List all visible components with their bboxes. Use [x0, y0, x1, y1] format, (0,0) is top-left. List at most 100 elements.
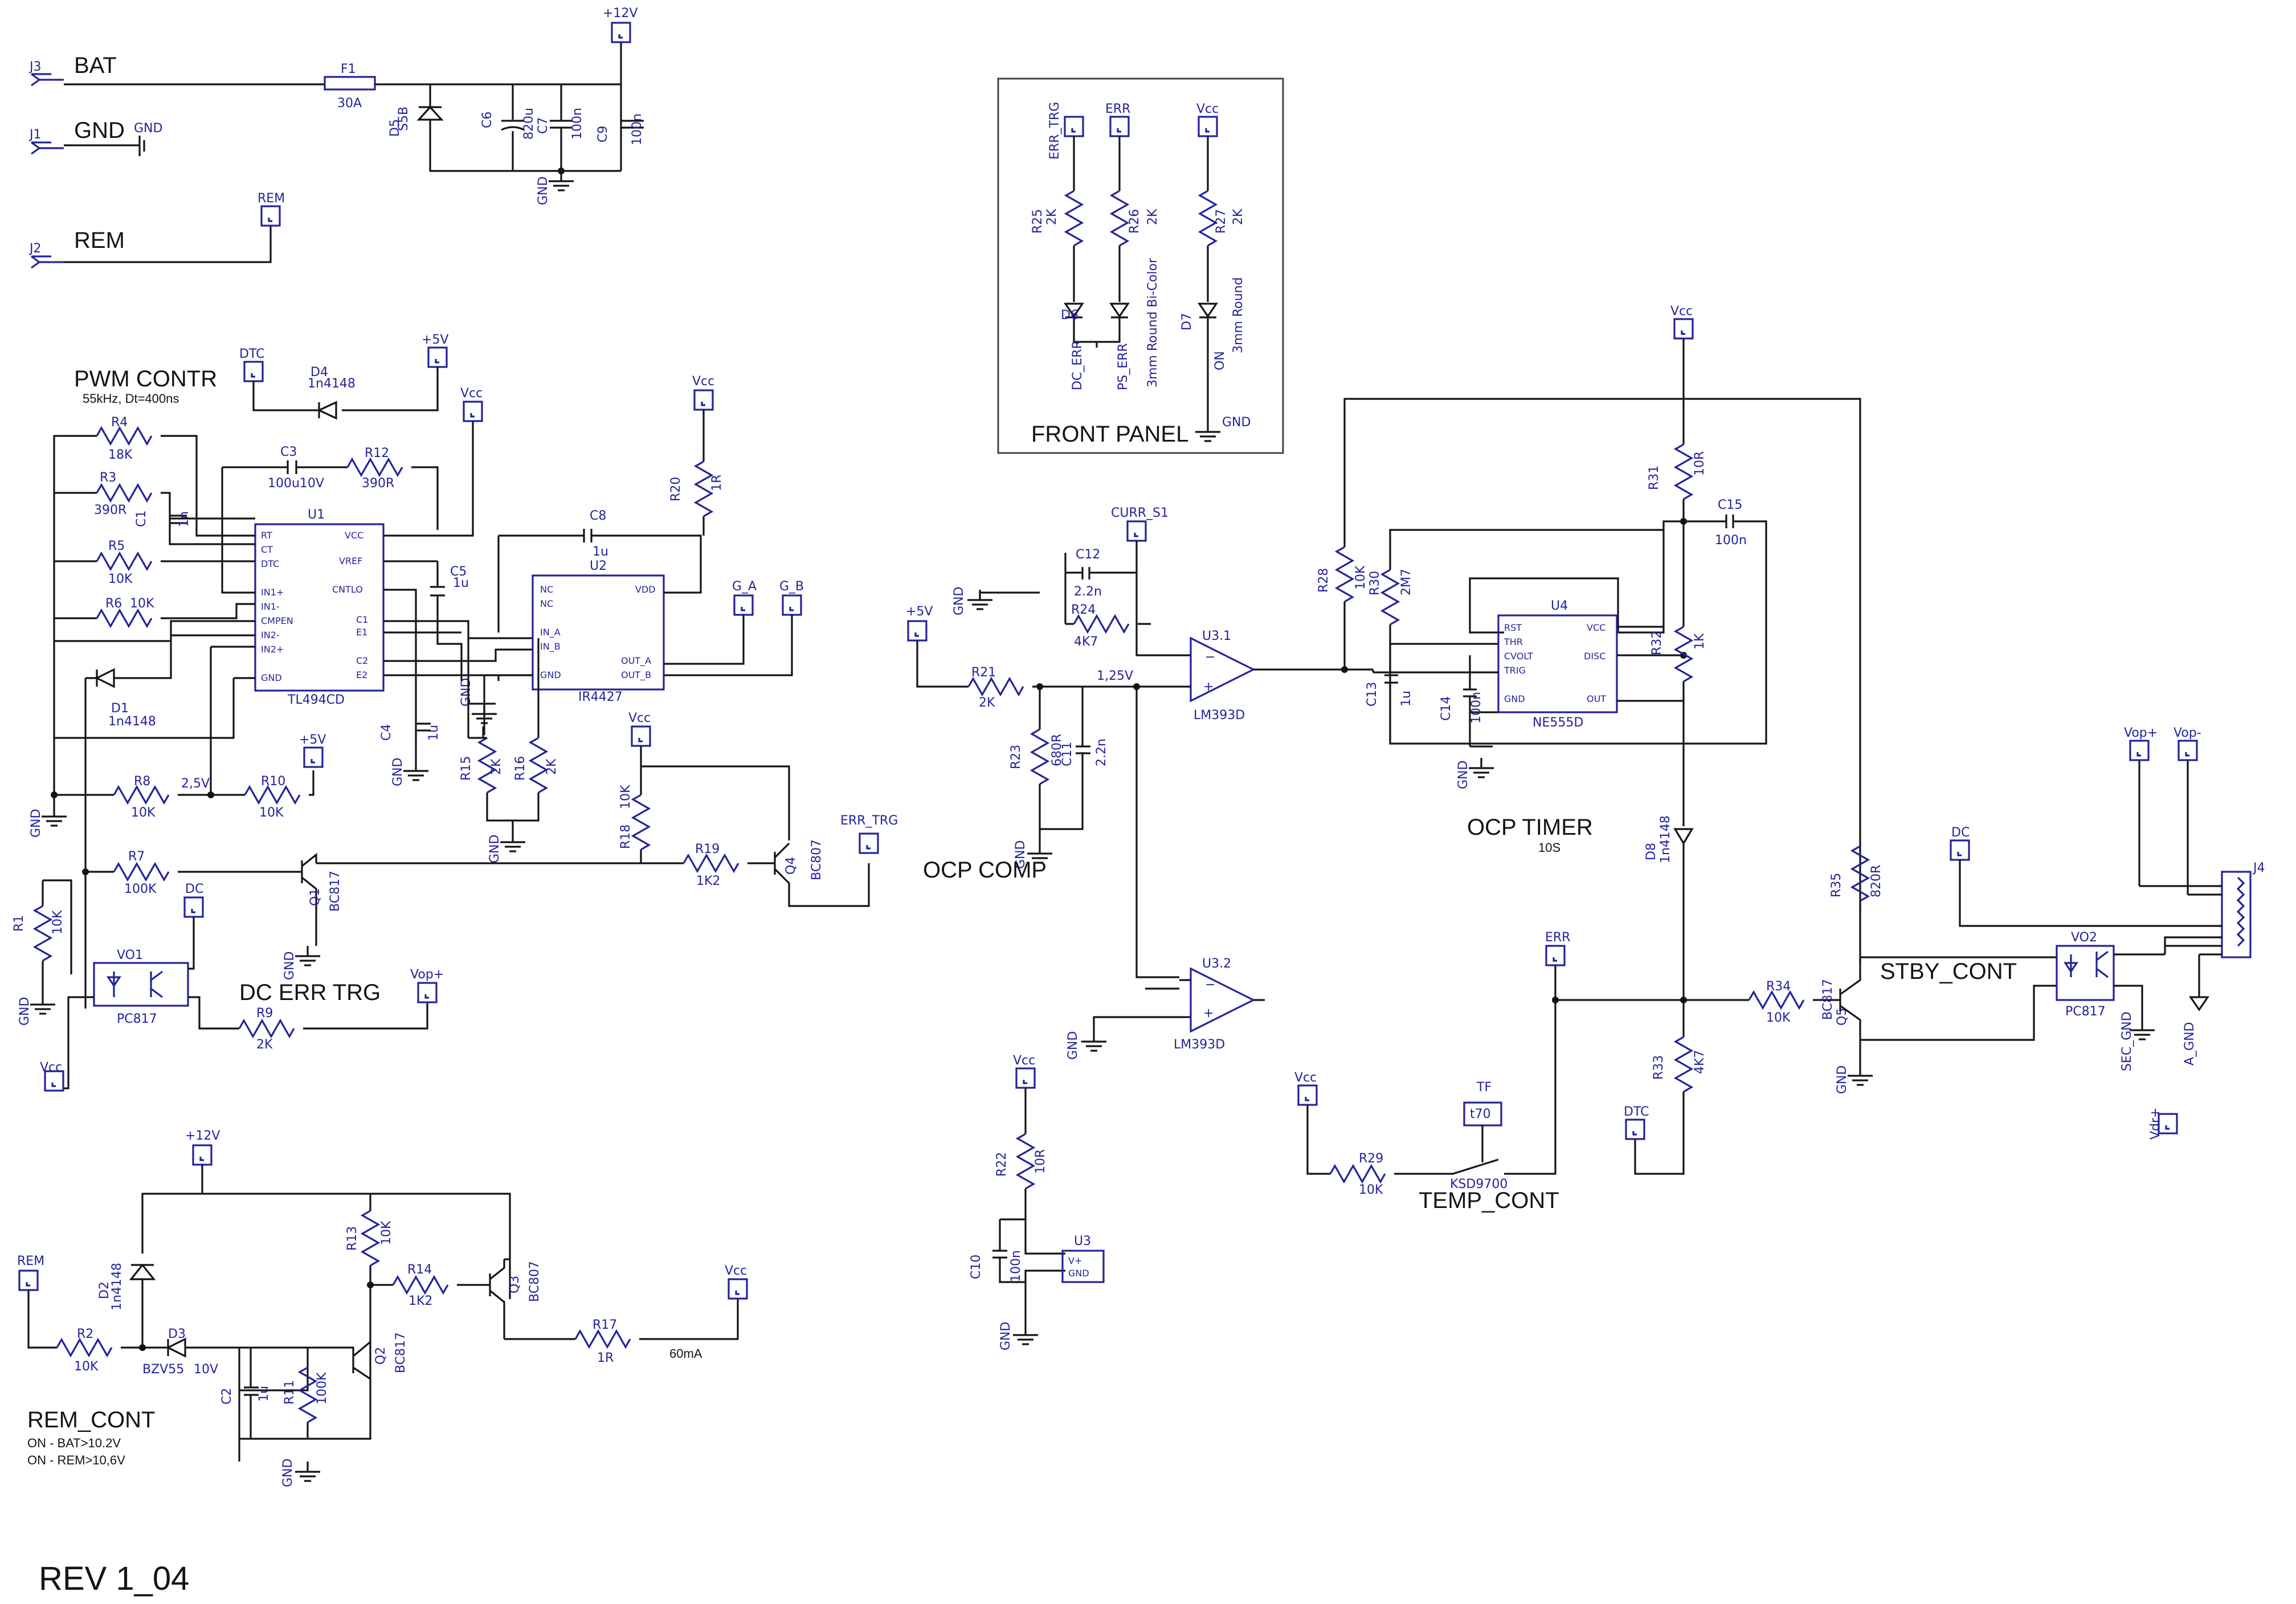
u1-pin-c1: C1: [356, 614, 368, 625]
vcc-port-timer: Vcc: [1670, 304, 1693, 319]
u32-part: LM393D: [1174, 1038, 1225, 1052]
front-panel: FRONT PANEL ERR_TRG ERR Vcc R25 2K R26 2…: [997, 77, 1284, 454]
u4-pin-disc: DISC: [1584, 651, 1605, 662]
r2-value: 10K: [74, 1360, 99, 1374]
u2-pin-nc2: NC: [540, 598, 553, 609]
d5-value: S5B: [397, 107, 411, 131]
r19-ref: R19: [695, 842, 720, 856]
r1-value: 10K: [51, 910, 65, 934]
u4-pin-gnd: GND: [1504, 693, 1525, 704]
r35-ref: R35: [1829, 873, 1844, 897]
vcc-port-pwm: Vcc: [460, 386, 483, 401]
r5-value: 10K: [108, 572, 133, 586]
q4-ref: Q4: [784, 857, 798, 875]
i60-label: 60mA: [669, 1346, 702, 1361]
gnd-r15: GND: [488, 835, 502, 863]
d3-voltage: 10V: [194, 1362, 218, 1377]
r34-value: 10K: [1766, 1011, 1791, 1025]
d7-net-on: ON: [1213, 351, 1227, 370]
r22-value: 10R: [1033, 1149, 1048, 1174]
c8-value: 1u: [593, 545, 608, 559]
u2-pin-ina: IN_A: [540, 627, 561, 638]
d3-value: BZV55: [142, 1362, 184, 1377]
temp-cont-title: TEMP_CONT: [1419, 1188, 1559, 1213]
r28-value: 10K: [1354, 565, 1368, 590]
p12v-port: +12V: [603, 6, 638, 21]
r7-ref: R7: [128, 850, 145, 864]
r3-value: 390R: [94, 503, 126, 517]
c15-ref: C15: [1718, 498, 1742, 512]
r25-ref: R25: [1031, 209, 1045, 234]
gnd-u32: GND: [1066, 1031, 1080, 1060]
err-trg-port: ERR_TRG: [1048, 102, 1062, 160]
r33-ref: R33: [1652, 1055, 1666, 1080]
u4-pin-thr: THR: [1504, 636, 1523, 647]
c5-ref: C5: [450, 565, 467, 579]
c1-value: 1n: [177, 511, 191, 527]
q3-value: BC807: [528, 1261, 542, 1302]
u2-pins: NC NC IN_A IN_B GND VDD OUT_A OUT_B: [540, 584, 656, 681]
ocp-comp-section: CURR_S1 C12 2.2n GND R24 4K7 − + U3.1 LM…: [906, 506, 1345, 1350]
u3-pin-vp: V+: [1068, 1255, 1082, 1266]
u1-pin-vcc: VCC: [345, 530, 363, 541]
f1-value: 30A: [337, 96, 362, 111]
c3-ref: C3: [280, 445, 297, 459]
q4-value: BC807: [810, 839, 824, 880]
gnd-fp: GND: [1222, 415, 1251, 430]
r32-ref: R32: [1650, 631, 1664, 655]
q5-ref: Q5: [1835, 1008, 1849, 1026]
u32-minus: −: [1205, 978, 1215, 992]
vop-minus-port-j4: Vop-: [2174, 726, 2201, 740]
u3-pin-gnd: GND: [1068, 1268, 1089, 1279]
stby-cont-title: STBY_CONT: [1880, 959, 2017, 984]
r35-value: 820R: [1869, 865, 1884, 897]
c4-value: 1u: [427, 725, 441, 741]
vcc-port-temp: Vcc: [1294, 1071, 1317, 1085]
r12-value: 390R: [362, 476, 394, 491]
vcc-port-r18: Vcc: [628, 711, 651, 725]
u1-pins-left: RT CT DTC IN1+ IN1- CMPEN IN2- IN2+ GND: [261, 530, 293, 683]
d4-value: 1n4148: [308, 377, 356, 391]
t70-label: t70: [1470, 1107, 1491, 1121]
d8-value: 1n4148: [1658, 815, 1673, 863]
d7-package: 3mm Round: [1231, 277, 1245, 353]
d4-ref: D4: [311, 365, 328, 379]
r3-ref: R3: [100, 471, 116, 485]
err-port-stby: ERR: [1545, 930, 1570, 945]
gnd-label-top: GND: [536, 177, 550, 205]
gnd-rem: GND: [281, 1459, 295, 1487]
gnd-port-label: GND: [134, 121, 162, 136]
dtc-port-r33: DTC: [1624, 1105, 1649, 1119]
c11-ref: C11: [1060, 742, 1075, 766]
p5v-port-ocp: +5V: [906, 605, 933, 619]
r13-value: 10K: [379, 1221, 394, 1245]
r18-ref: R18: [619, 825, 633, 849]
u1-pin-dtc: DTC: [261, 558, 279, 569]
u31-plus: +: [1203, 680, 1214, 694]
u1-pin-in2p: IN2+: [261, 644, 284, 655]
dc-port-j4: DC: [1951, 826, 1970, 840]
c10-ref: C10: [969, 1255, 983, 1279]
u1-pin-e2: E2: [356, 670, 367, 680]
d1-value: 1n4148: [108, 715, 156, 729]
tf-label: TF: [1476, 1080, 1492, 1095]
u1-pin-cntlo: CNTLO: [332, 584, 363, 595]
r27-ref: R27: [1214, 209, 1228, 234]
u2-pin-outa: OUT_A: [621, 655, 651, 667]
vdr-plus-port: Vdr+: [2148, 1108, 2163, 1140]
rem-port-rem: REM: [17, 1254, 44, 1268]
u1-ref: U1: [308, 508, 325, 522]
r7-value: 100K: [124, 882, 157, 896]
c7-value: 100n: [570, 108, 585, 140]
a-gnd-label: A_GND: [2183, 1022, 2197, 1066]
d7-ref: D7: [1180, 313, 1194, 330]
dc-port-vo1: DC: [185, 882, 203, 896]
d3-ref: D3: [168, 1327, 186, 1341]
d5-ref: D5: [388, 119, 402, 137]
u1-pin-in1p: IN1+: [261, 587, 284, 598]
r24-ref: R24: [1071, 603, 1096, 617]
r10-ref: R10: [261, 774, 285, 789]
d1-ref: D1: [111, 701, 129, 716]
u4-part: NE555D: [1533, 716, 1583, 730]
r17-value: 1R: [597, 1351, 614, 1365]
